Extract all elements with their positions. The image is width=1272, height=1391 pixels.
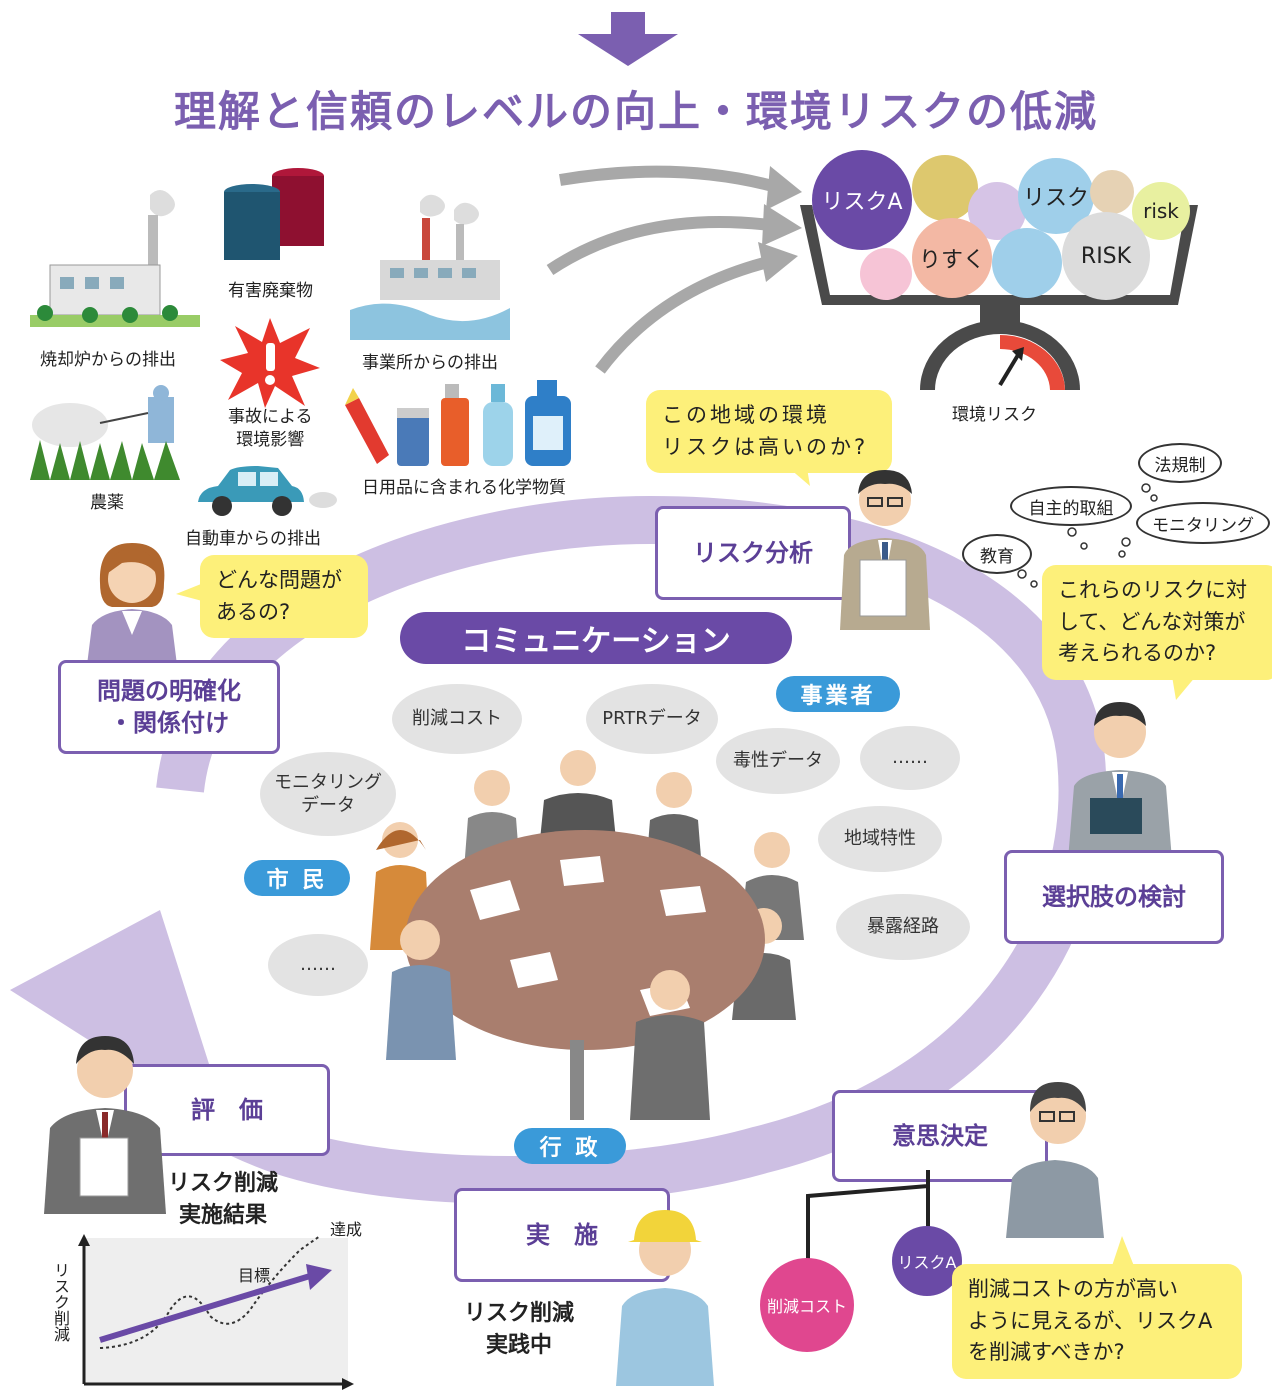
- topic-bubble: 暴露経路: [836, 894, 970, 960]
- risk-ball: リスクA: [812, 150, 912, 250]
- worker-person: [616, 1210, 714, 1386]
- thought-bubble: 法規制: [1138, 443, 1222, 483]
- risk-ball: [912, 155, 978, 221]
- page-title: 理解と信頼のレベルの向上・環境リスクの低減: [173, 87, 1098, 136]
- accident-label: 事故による 環境影響: [228, 407, 313, 450]
- household-products-icon: [345, 380, 571, 466]
- stage-risk-analysis: リスク分析: [655, 506, 851, 600]
- topic-bubble: ……: [268, 934, 368, 996]
- communication-banner: コミュニケーション: [400, 612, 792, 664]
- woman-person: [87, 543, 177, 665]
- hazardous-waste-label: 有害廃棄物: [228, 281, 313, 301]
- role-business: 事業者: [776, 676, 900, 712]
- thought-bubble: 自主的取組: [1010, 486, 1132, 526]
- topic-bubble: PRTRデータ: [586, 684, 718, 754]
- decision-option-cost: 削減コスト: [760, 1258, 854, 1352]
- options-question-bubble: これらのリスクに対 して、どんな対策が 考えられるのか?: [1042, 565, 1272, 680]
- decision-tree: [806, 1170, 930, 1266]
- topic-bubble: 毒性データ: [716, 728, 840, 794]
- incinerator-illustration: [30, 190, 200, 327]
- down-arrow-icon: [578, 12, 678, 66]
- graph-ylabel: リスク削減: [51, 1262, 70, 1342]
- topic-bubble: ……: [860, 726, 960, 790]
- graph-achieved-label: 達成: [330, 1220, 363, 1239]
- thought-bubble: 教育: [962, 534, 1032, 574]
- graph-target-label: 目標: [238, 1266, 271, 1285]
- pesticide-illustration: [30, 385, 180, 480]
- decision-option-risk: リスクA: [892, 1226, 962, 1296]
- options-person: [1068, 702, 1172, 860]
- factory-label: 事業所からの排出: [362, 353, 498, 373]
- risk-ball: [992, 228, 1062, 298]
- bubble-tail: [176, 582, 206, 602]
- stage-options: 選択肢の検討: [1004, 850, 1224, 944]
- stage-decision: 意思決定: [832, 1090, 1048, 1182]
- waste-drum-icon: [224, 168, 324, 260]
- meeting-table-illustration: [370, 750, 804, 1120]
- decision-person: [1006, 1082, 1104, 1238]
- risk-ball: [860, 248, 912, 300]
- risk-ball: risk: [1132, 182, 1190, 240]
- car-label: 自動車からの排出: [185, 529, 321, 549]
- car-icon: [198, 466, 337, 516]
- thought-dots: [1017, 483, 1158, 588]
- pesticide-label: 農薬: [90, 493, 124, 513]
- gray-arrows: [546, 165, 802, 374]
- household-label: 日用品に含まれる化学物質: [362, 478, 566, 498]
- stage-implementation: 実 施: [454, 1188, 670, 1282]
- risk-reduction-graph: [78, 1234, 354, 1390]
- bubble-tail: [1172, 676, 1196, 700]
- risk-ball: りすく: [912, 218, 992, 298]
- analyst-question-bubble: この地域の環境 リスクは高いのか?: [646, 390, 892, 473]
- risk-ball: RISK: [1062, 212, 1150, 300]
- topic-bubble: 地域特性: [818, 806, 942, 872]
- in-practice-caption: リスク削減 実践中: [464, 1301, 575, 1358]
- accident-explosion-icon: [220, 318, 320, 408]
- stage-problem-clarification: 問題の明確化 ・関係付け: [58, 660, 280, 754]
- bubble-tail: [782, 462, 810, 486]
- bubble-tail: [1112, 1236, 1134, 1266]
- incinerator-label: 焼却炉からの排出: [40, 350, 176, 370]
- topic-bubble: 削減コスト: [392, 684, 522, 754]
- environmental-risk-label: 環境リスク: [952, 405, 1037, 425]
- topic-bubble: モニタリング データ: [260, 752, 396, 836]
- factory-illustration: [350, 194, 510, 340]
- role-citizen: 市 民: [244, 860, 350, 896]
- role-government: 行 政: [514, 1128, 626, 1164]
- evaluator-person: [44, 1036, 166, 1214]
- decision-question-bubble: 削減コストの方が高い ように見えるが、リスクA を削減すべきか?: [952, 1264, 1242, 1379]
- risk-scale-illustration: [800, 205, 1198, 390]
- thought-bubble: モニタリング: [1136, 502, 1270, 544]
- analyst-person: [840, 470, 930, 630]
- risk-ball: [1090, 170, 1134, 214]
- woman-question-bubble: どんな問題が あるの?: [200, 555, 368, 638]
- result-caption: リスク削減 実施結果: [168, 1171, 279, 1228]
